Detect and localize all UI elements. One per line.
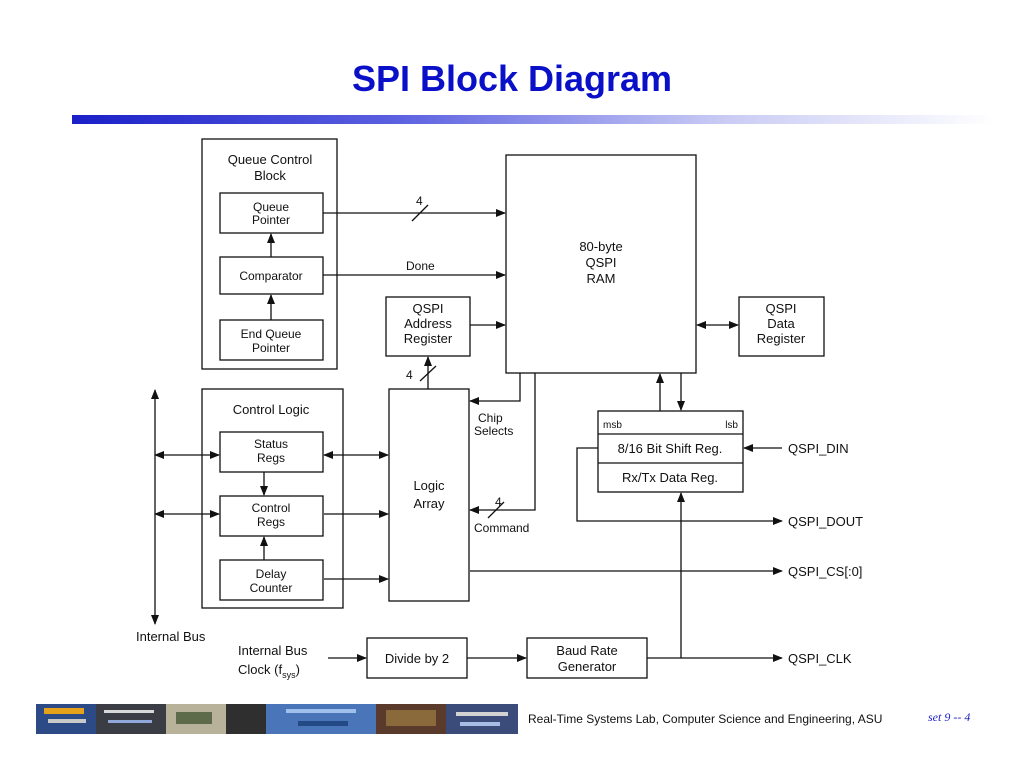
baud-rate-label-1: Baud Rate [556,643,617,658]
title-accent-bar [72,115,996,124]
chip-selects-label-2: Selects [474,424,513,438]
bus-width-label-qp: 4 [416,194,423,208]
delay-counter-box [219,559,324,601]
internal-bus-clock-label-1: Internal Bus [238,643,308,658]
end-queue-pointer-label-1: End Queue [241,327,302,341]
qspi-clk-label: QSPI_CLK [788,651,852,666]
queue-control-block [201,138,338,370]
data-register-label-1: QSPI [765,301,796,316]
delay-counter-label-2: Counter [250,581,293,595]
queue-pointer-label-2: Pointer [252,213,290,227]
address-register-label-1: QSPI [412,301,443,316]
address-register-label-3: Register [404,331,453,346]
queue-control-title-1: Queue Control [228,152,313,167]
address-register-label-2: Address [404,316,452,331]
qspi-data-register-box [738,296,825,357]
queue-pointer-label-1: Queue [253,200,289,214]
qspi-dout-label: QSPI_DOUT [788,514,863,529]
control-logic-title: Control Logic [233,402,310,417]
status-regs-label-2: Regs [257,451,285,465]
baud-rate-label-2: Generator [558,659,617,674]
qspi-cs-label: QSPI_CS[:0] [788,564,862,579]
internal-bus-clock-label-2: Clock (fsys) [238,662,300,680]
delay-counter-label-1: Delay [256,567,287,581]
qspi-dout-signal [576,447,783,525]
footer-credit: Real-Time Systems Lab, Computer Science … [528,712,883,726]
data-register-label-2: Data [767,316,795,331]
command-signal [469,373,536,514]
data-register-label-3: Register [757,331,806,346]
logic-array-label-2: Array [413,496,445,511]
internal-bus-label: Internal Bus [136,629,206,644]
queue-control-title-2: Block [254,168,286,183]
control-regs-label-1: Control [252,501,291,515]
shift-register-label: 8/16 Bit Shift Reg. [618,441,723,456]
spi-block-diagram: Queue Control Block Queue Pointer Compar… [136,138,863,680]
status-regs-label-1: Status [254,437,288,451]
qspi-din-label: QSPI_DIN [788,441,849,456]
bus-width-label-addr: 4 [406,368,413,382]
qspi-ram-box [505,154,697,374]
page-title: SPI Block Diagram [351,58,673,99]
logic-array-label-1: Logic [413,478,445,493]
rx-tx-register-label: Rx/Tx Data Reg. [622,470,718,485]
ram-label-3: RAM [587,271,616,286]
logic-array-box [388,388,470,602]
msb-label: msb [603,420,622,431]
footer-image-strip [36,704,518,734]
control-logic-block [201,388,344,609]
ram-label-2: QSPI [585,255,616,270]
end-queue-pointer-label-2: Pointer [252,341,290,355]
chip-selects-signal [469,373,521,405]
control-regs-label-2: Regs [257,515,285,529]
chip-selects-label-1: Chip [478,411,503,425]
bus-width-label-cmd: 4 [495,495,502,509]
control-regs-box [219,495,324,537]
lsb-label: lsb [725,420,738,431]
divide-by-2-label: Divide by 2 [385,651,449,666]
ram-label-1: 80-byte [579,239,622,254]
done-label: Done [406,259,435,273]
comparator-label: Comparator [239,269,302,283]
slide-number: set 9 -- 4 [928,710,971,724]
command-label: Command [474,521,529,535]
